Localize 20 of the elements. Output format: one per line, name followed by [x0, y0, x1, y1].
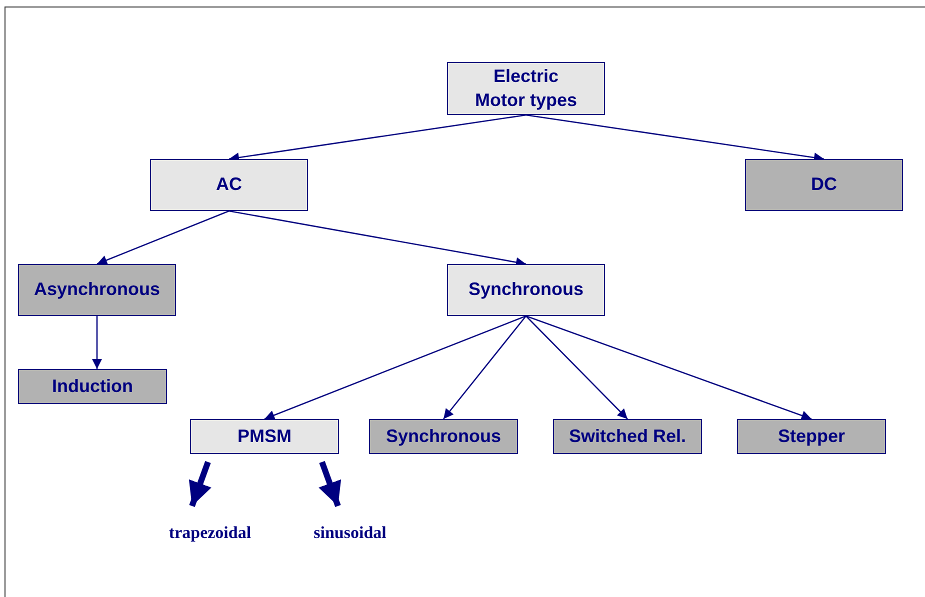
arrow: [526, 315, 812, 420]
type-box: Switched Rel.: [553, 419, 702, 454]
arrow: [264, 315, 526, 420]
type-box: Synchronous: [369, 419, 518, 454]
type-box: Induction: [18, 369, 167, 404]
category-box: DC: [745, 159, 903, 211]
arrow: [96, 210, 230, 265]
category-box: AC: [150, 159, 308, 211]
category-box: Synchronous: [447, 264, 605, 316]
arrow: [188, 460, 212, 508]
category-box: Asynchronous: [18, 264, 176, 316]
arrow: [92, 316, 102, 369]
type-box: Stepper: [737, 419, 886, 454]
arrow: [526, 316, 628, 420]
root-box: Electric Motor types: [447, 62, 605, 115]
node-label: trapezoidal: [168, 522, 252, 544]
arrow: [443, 316, 526, 420]
node-label: sinusoidal: [314, 522, 386, 544]
arrow: [318, 460, 342, 508]
type-box: PMSM: [190, 419, 339, 454]
